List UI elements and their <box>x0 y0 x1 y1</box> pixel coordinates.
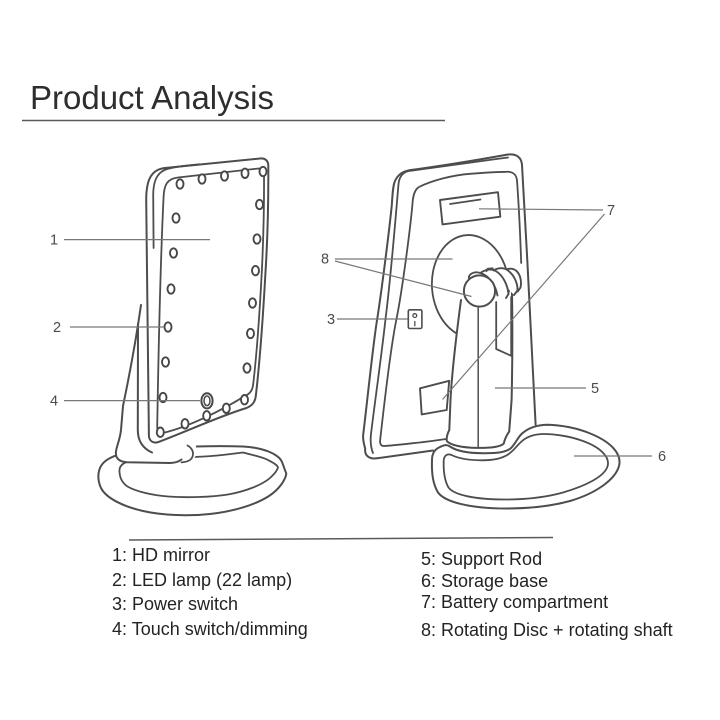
svg-text:1: 1 <box>50 233 58 249</box>
svg-text:5: 5 <box>591 381 599 397</box>
svg-text:3: 3 <box>327 312 335 328</box>
svg-text:7: 7 <box>607 203 615 219</box>
svg-text:4: 4 <box>50 394 58 410</box>
svg-text:6: 6 <box>658 449 666 465</box>
svg-text:8: 8 <box>321 252 329 268</box>
svg-text:2: 2 <box>53 320 61 336</box>
